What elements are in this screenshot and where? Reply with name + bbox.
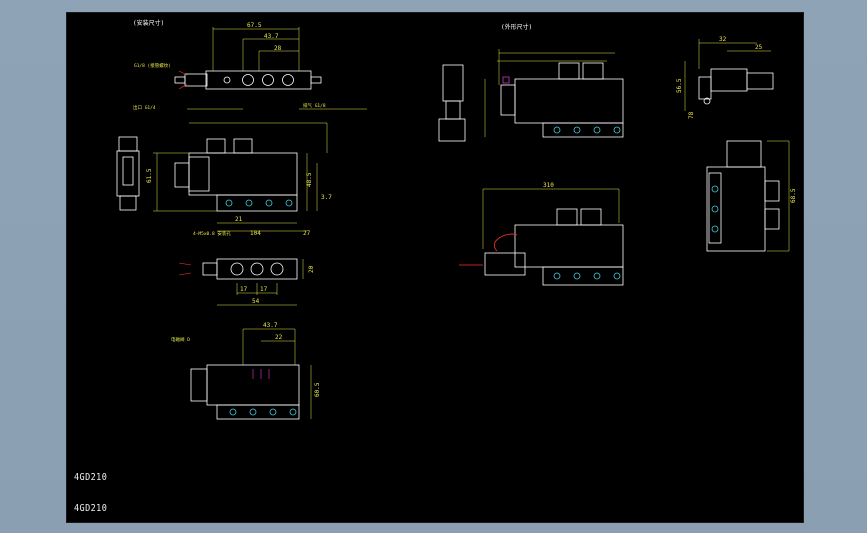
- dim-front-bottom: 104: [250, 230, 261, 237]
- dim-bottom2-top: 43.7: [263, 322, 278, 329]
- view-right-lower: [484, 208, 624, 286]
- note-left: 出口 G1/4: [133, 104, 156, 111]
- view-far-right-tall: [706, 140, 780, 252]
- dim-front-pitch: 21: [235, 216, 243, 223]
- view-right-upper: [500, 62, 624, 138]
- view-top: [174, 70, 322, 90]
- note-right: 排气 G1/8: [303, 102, 326, 109]
- header-left: (安装尺寸): [133, 19, 164, 27]
- header-right: (外形尺寸): [501, 23, 532, 31]
- dim-top-small: 28: [274, 45, 282, 52]
- cad-drawing: (安装尺寸) (外形尺寸) 67.5 43.7 28: [116, 19, 797, 420]
- dim-top-overall: 67.5: [247, 22, 262, 29]
- view-ports: [202, 258, 298, 280]
- dim-bottom-pitch1: 17: [240, 286, 248, 293]
- dim-bottom-pitch2: 17: [260, 286, 268, 293]
- note-mount: 4-M5x0.8 安装孔: [193, 230, 231, 237]
- dim-right-side-hb: 78: [688, 111, 695, 119]
- dim-bottom2-height: 60.5: [314, 382, 321, 397]
- cad-drawing-canvas[interactable]: (安装尺寸) (外形尺寸) 67.5 43.7 28: [66, 12, 804, 523]
- dim-right-side-tall: 68.5: [790, 188, 797, 203]
- dim-bottom-height: 20: [308, 265, 315, 273]
- dim-front-bottom2: 27: [303, 230, 311, 237]
- dim-front-mount: 3.7: [321, 194, 332, 201]
- note-top: 电磁阀 D: [171, 336, 190, 343]
- dim-front-side: 48.5: [306, 172, 313, 187]
- dim-top-mid: 43.7: [264, 33, 279, 40]
- dim-bottom-width: 54: [252, 298, 260, 305]
- dim-right-side-top1: 32: [719, 36, 727, 43]
- view-side-small: [116, 136, 140, 211]
- view-far-right-top: [698, 68, 774, 105]
- dim-right-side-top2: 25: [755, 44, 763, 51]
- dim-right-overall: 310: [543, 182, 554, 189]
- view-right-side-small: [438, 64, 466, 142]
- model-label-1: 4GD210: [74, 472, 108, 483]
- view-lower: [190, 364, 300, 420]
- view-front: [174, 138, 298, 212]
- dim-front-height: 61.5: [146, 168, 153, 183]
- note-port: G1/8 (接管螺纹): [134, 62, 171, 69]
- model-label-2: 4GD210: [74, 503, 108, 514]
- dim-bottom2-mid: 22: [275, 334, 283, 341]
- dim-right-side-h: 56.5: [676, 78, 683, 93]
